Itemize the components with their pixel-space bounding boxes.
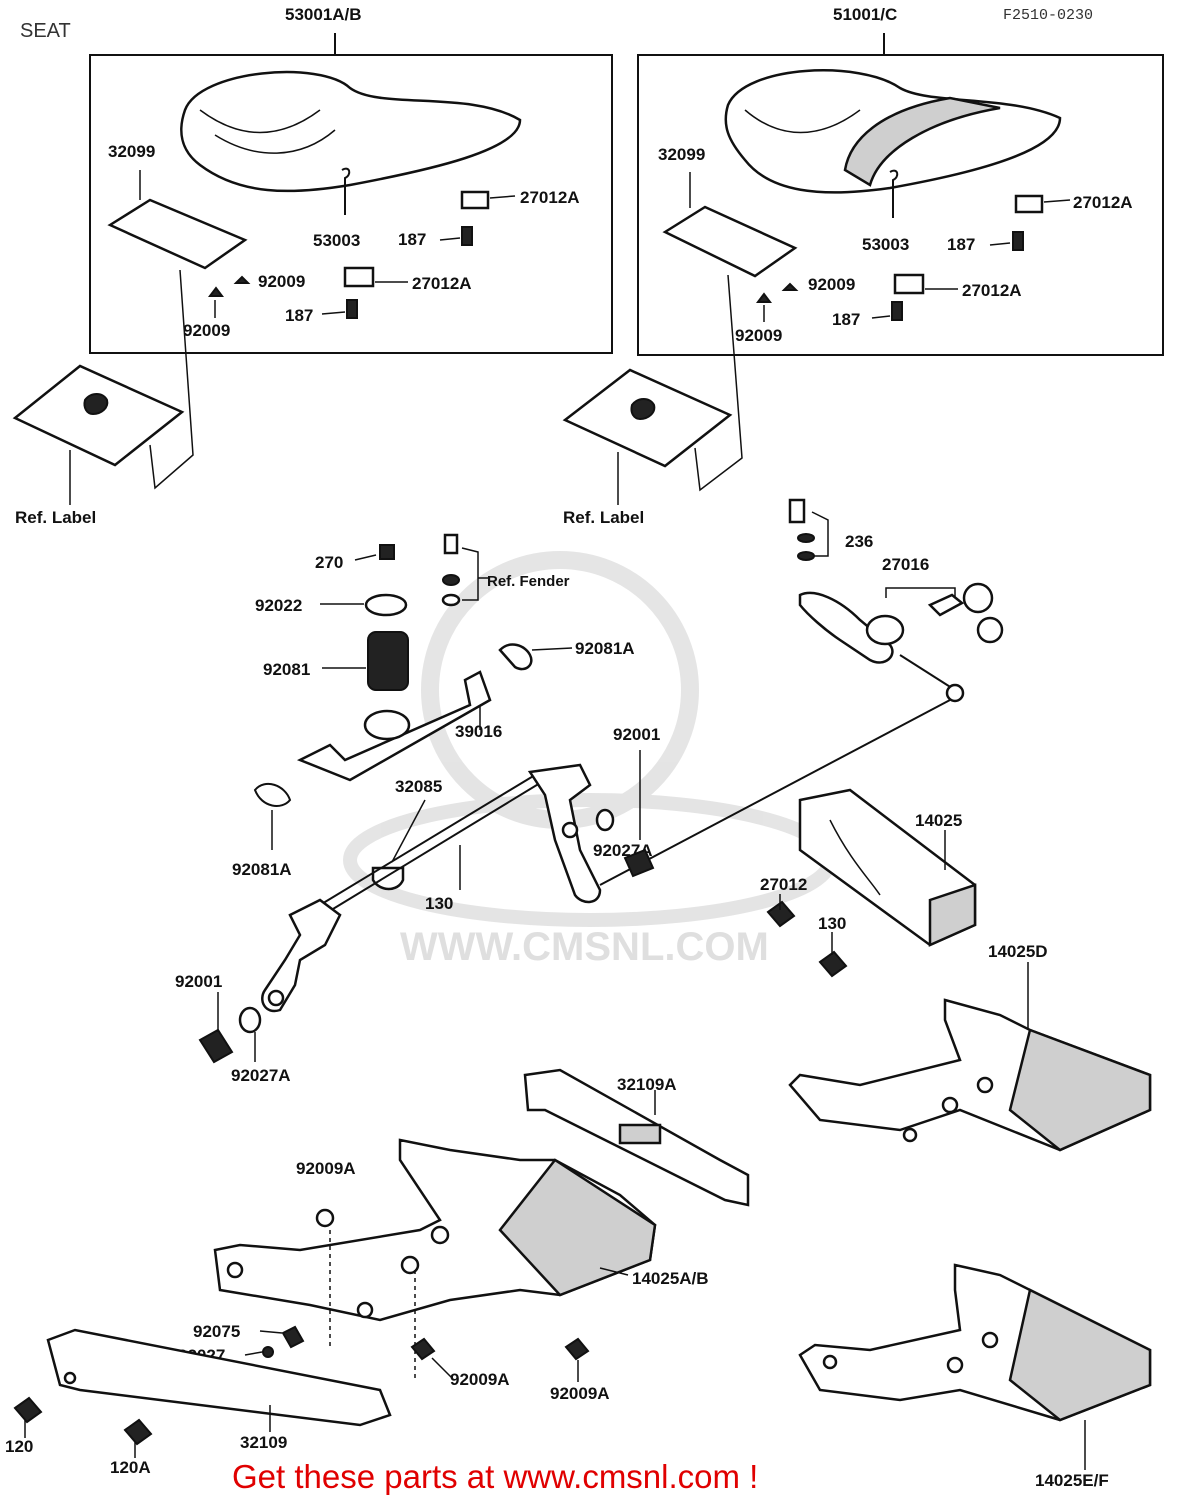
seat-hinge-spring-assembly [253,533,573,891]
label-27012A-right-bottom: 27012A [962,281,1022,300]
promo-link[interactable]: Get these parts at www.cmsnl.com ! [232,1458,758,1495]
cmsnl-watermark: WWW.CMSNL.COM [343,551,837,969]
label-27012A-right-top: 27012A [1073,193,1133,212]
label-ref-label-left: Ref. Label [15,508,96,527]
seat-assembly-right [637,33,1164,492]
tool-case-14025 [766,788,977,978]
seat-assembly-left [89,33,613,490]
label-187-right-top: 187 [947,235,975,254]
label-120: 120 [5,1437,33,1456]
label-27012A-left-bottom: 27012A [412,274,472,293]
lower-fasteners [13,1325,590,1458]
label-270: 270 [315,553,343,572]
label-53001: 53001A/B [285,5,362,24]
label-92081: 92081 [263,660,310,679]
label-120A: 120A [110,1458,151,1477]
label-14025D: 14025D [988,942,1048,961]
label-130-b: 130 [818,914,846,933]
label-27012: 130 [425,894,453,913]
seat-lock-assembly [599,498,1004,886]
label-51001: 51001/C [833,5,897,24]
grab-rail-14025AB [213,1068,750,1380]
grab-rail-14025EF [798,1263,1152,1470]
label-92081A-top: 92081A [575,639,635,658]
label-14025EF: 14025E/F [1035,1471,1109,1490]
label-32099-left: 32099 [108,142,155,161]
label-92027A-bottom: 92027A [231,1066,291,1085]
label-92009-right-bottom: 92009 [735,326,782,345]
label-ref-label-right: Ref. Label [563,508,644,527]
seat-plate-right [662,205,798,278]
label-92009-right-right: 92009 [808,275,855,294]
watermark-text: WWW.CMSNL.COM [400,925,769,969]
label-92001-top: 92001 [613,725,660,744]
label-14025AB: 14025A/B [632,1269,709,1288]
latch-rod-assembly [198,750,655,1064]
label-32109: 32109 [240,1433,287,1452]
ref-label-card-left [12,364,185,505]
side-bar-32109 [46,1328,392,1432]
label-39016: 39016 [455,722,502,741]
seat-plate-left [107,198,248,270]
label-187-left-bottom: 187 [285,306,313,325]
page-title: SEAT [20,20,71,42]
grab-rail-14025D [788,962,1152,1152]
label-27016: 27016 [882,555,929,574]
label-92081A-bottom: 92081A [232,860,292,879]
label-32109A: 32109A [617,1075,677,1094]
label-92009-left-right: 92009 [258,272,305,291]
label-187-left-top: 187 [398,230,426,249]
label-53003-left: 53003 [313,231,360,250]
ref-label-card-right [562,368,733,505]
label-32099-right: 32099 [658,145,705,164]
label-27012A-left-top: 27012A [520,188,580,207]
label-236: 236 [845,532,873,551]
drawing-code: F2510-0230 [1003,7,1093,24]
label-92009-left-bottom: 92009 [183,321,230,340]
label-187-right-bottom: 187 [832,310,860,329]
label-92001-bottom: 92001 [175,972,222,991]
label-92075: 92075 [193,1322,240,1341]
label-92009A-mid: 92009A [450,1370,510,1389]
label-92009A-top: 92009A [296,1159,356,1178]
label-130-a: 27012 [760,875,807,894]
label-14025: 14025 [915,811,962,830]
label-32085: 32085 [395,777,442,796]
label-92009A-right: 92009A [550,1384,610,1403]
label-ref-fender: Ref. Fender [487,573,570,590]
label-92022: 92022 [255,596,302,615]
label-53003-right: 53003 [862,235,909,254]
